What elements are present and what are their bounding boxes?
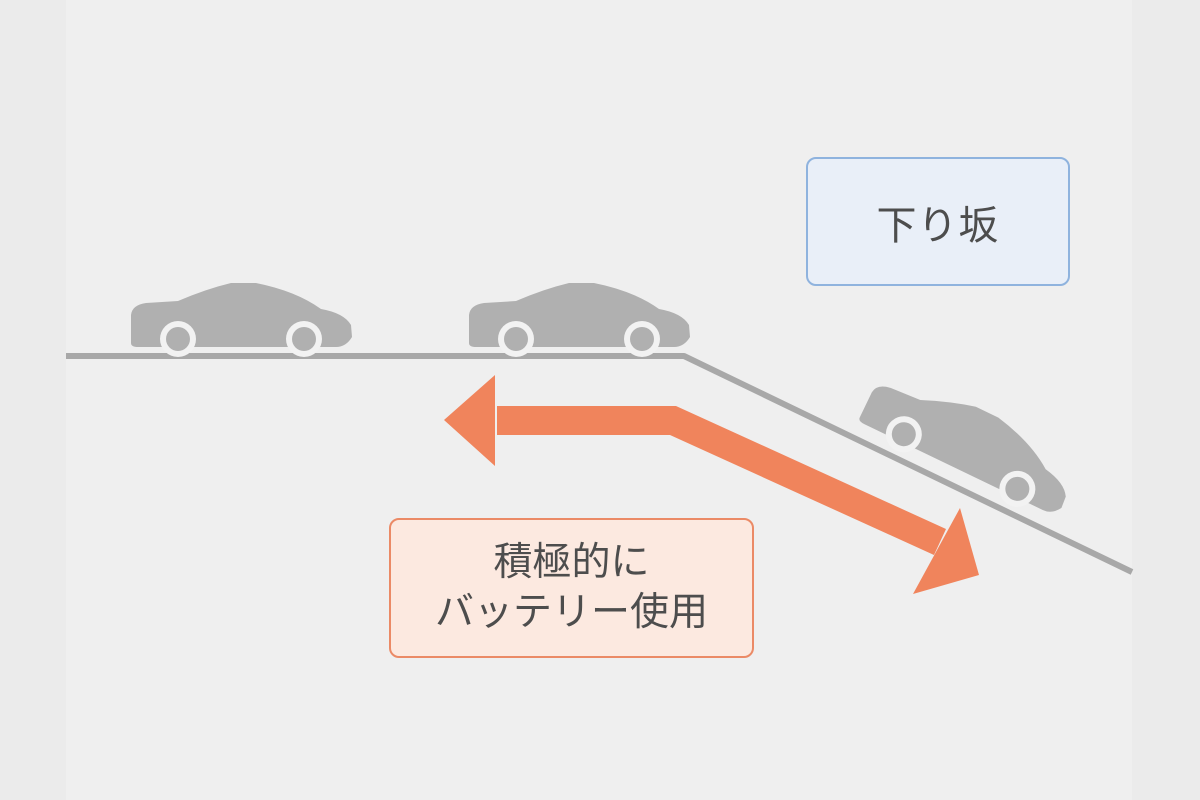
road-line xyxy=(66,353,1134,575)
arrow-head-right xyxy=(913,508,979,594)
battery-text-line1: 積極的に xyxy=(493,540,650,585)
arrow-head-left xyxy=(444,375,495,466)
double-headed-arrow xyxy=(444,375,979,594)
car-icon xyxy=(469,283,690,357)
car-icon xyxy=(131,283,352,357)
arrow-shaft xyxy=(497,406,946,555)
battery-usage-label: 積極的に バッテリー使用 xyxy=(389,518,754,658)
battery-text-line2: バッテリー使用 xyxy=(434,590,708,635)
downhill-text: 下り坂 xyxy=(876,202,1000,249)
car-icon xyxy=(853,363,1085,526)
background-panel xyxy=(66,0,1132,800)
downhill-label: 下り坂 xyxy=(806,157,1070,286)
